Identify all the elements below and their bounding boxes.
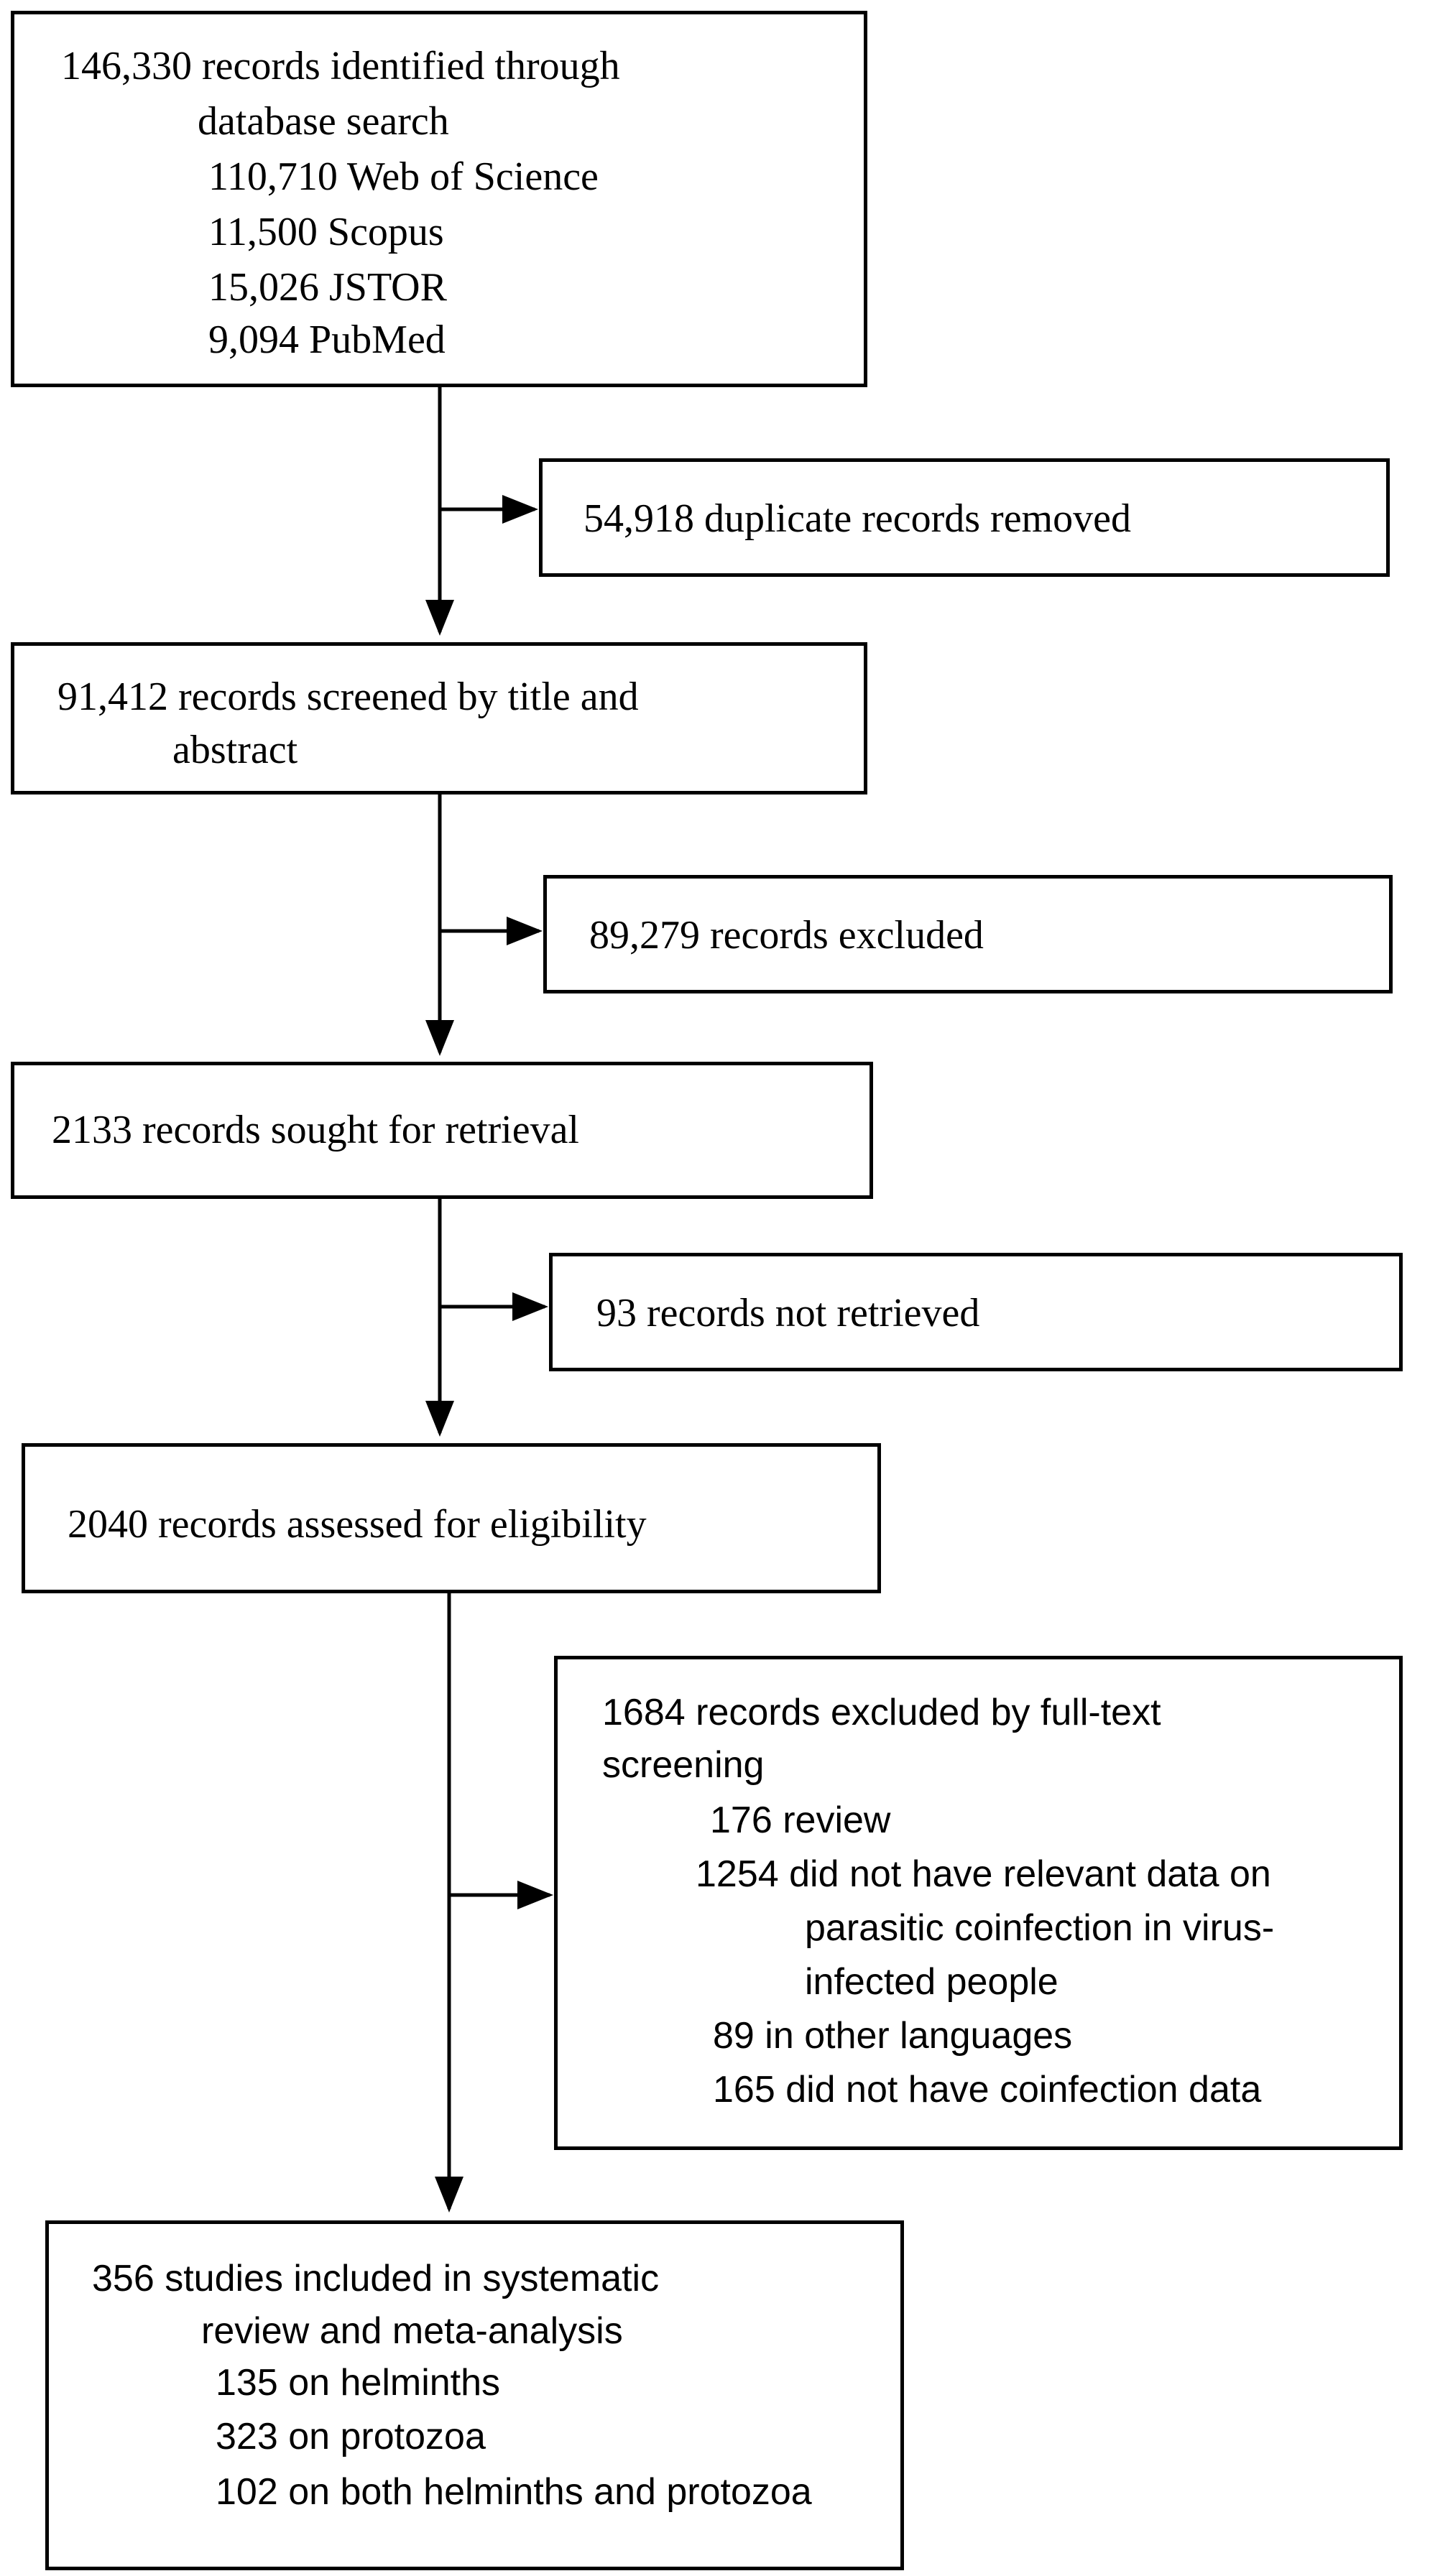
included-text: 356 studies included in systematic [92, 2258, 660, 2299]
excluded-text: 89,279 records excluded [589, 913, 984, 958]
identification-text: 146,330 records identified through [61, 44, 620, 88]
source-web-of-science: 110,710 Web of Science [208, 154, 599, 199]
duplicates-text: 54,918 duplicate records removed [583, 496, 1131, 541]
included-item: 135 on helminths [216, 2362, 501, 2404]
exclusion-reason: 176 review [710, 1799, 891, 1841]
not-retrieved-text: 93 records not retrieved [596, 1291, 980, 1335]
source-jstor: 15,026 JSTOR [208, 265, 447, 310]
exclusion-reason: 1254 did not have relevant data on [696, 1853, 1271, 1895]
exclusion-reason: parasitic coinfection in virus- [805, 1907, 1275, 1949]
fulltext-excluded-box [554, 1656, 1403, 2150]
fulltext-excluded-text: screening [602, 1744, 765, 1786]
not-retrieved-box [549, 1253, 1403, 1371]
included-text: review and meta-analysis [201, 2310, 623, 2352]
exclusion-reason: 165 did not have coinfection data [713, 2069, 1262, 2111]
screened-text: abstract [172, 728, 298, 772]
sought-box [11, 1062, 873, 1199]
screened-text: 91,412 records screened by title and [57, 675, 639, 719]
sought-text: 2133 records sought for retrieval [52, 1108, 579, 1152]
source-pubmed: 9,094 PubMed [208, 318, 446, 362]
identification-text: database search [198, 99, 449, 144]
source-scopus: 11,500 Scopus [208, 210, 444, 254]
screened-box [11, 642, 867, 794]
assessed-box [22, 1443, 881, 1593]
included-item: 102 on both helminths and protozoa [216, 2471, 812, 2513]
fulltext-excluded-text: 1684 records excluded by full-text [602, 1692, 1161, 1733]
included-item: 323 on protozoa [216, 2416, 486, 2457]
identification-box [11, 11, 867, 387]
duplicates-box [539, 458, 1390, 577]
exclusion-reason: 89 in other languages [713, 2015, 1073, 2057]
assessed-text: 2040 records assessed for eligibility [68, 1502, 647, 1547]
exclusion-reason: infected people [805, 1961, 1058, 2003]
included-box [45, 2220, 904, 2570]
excluded-box [543, 875, 1393, 993]
